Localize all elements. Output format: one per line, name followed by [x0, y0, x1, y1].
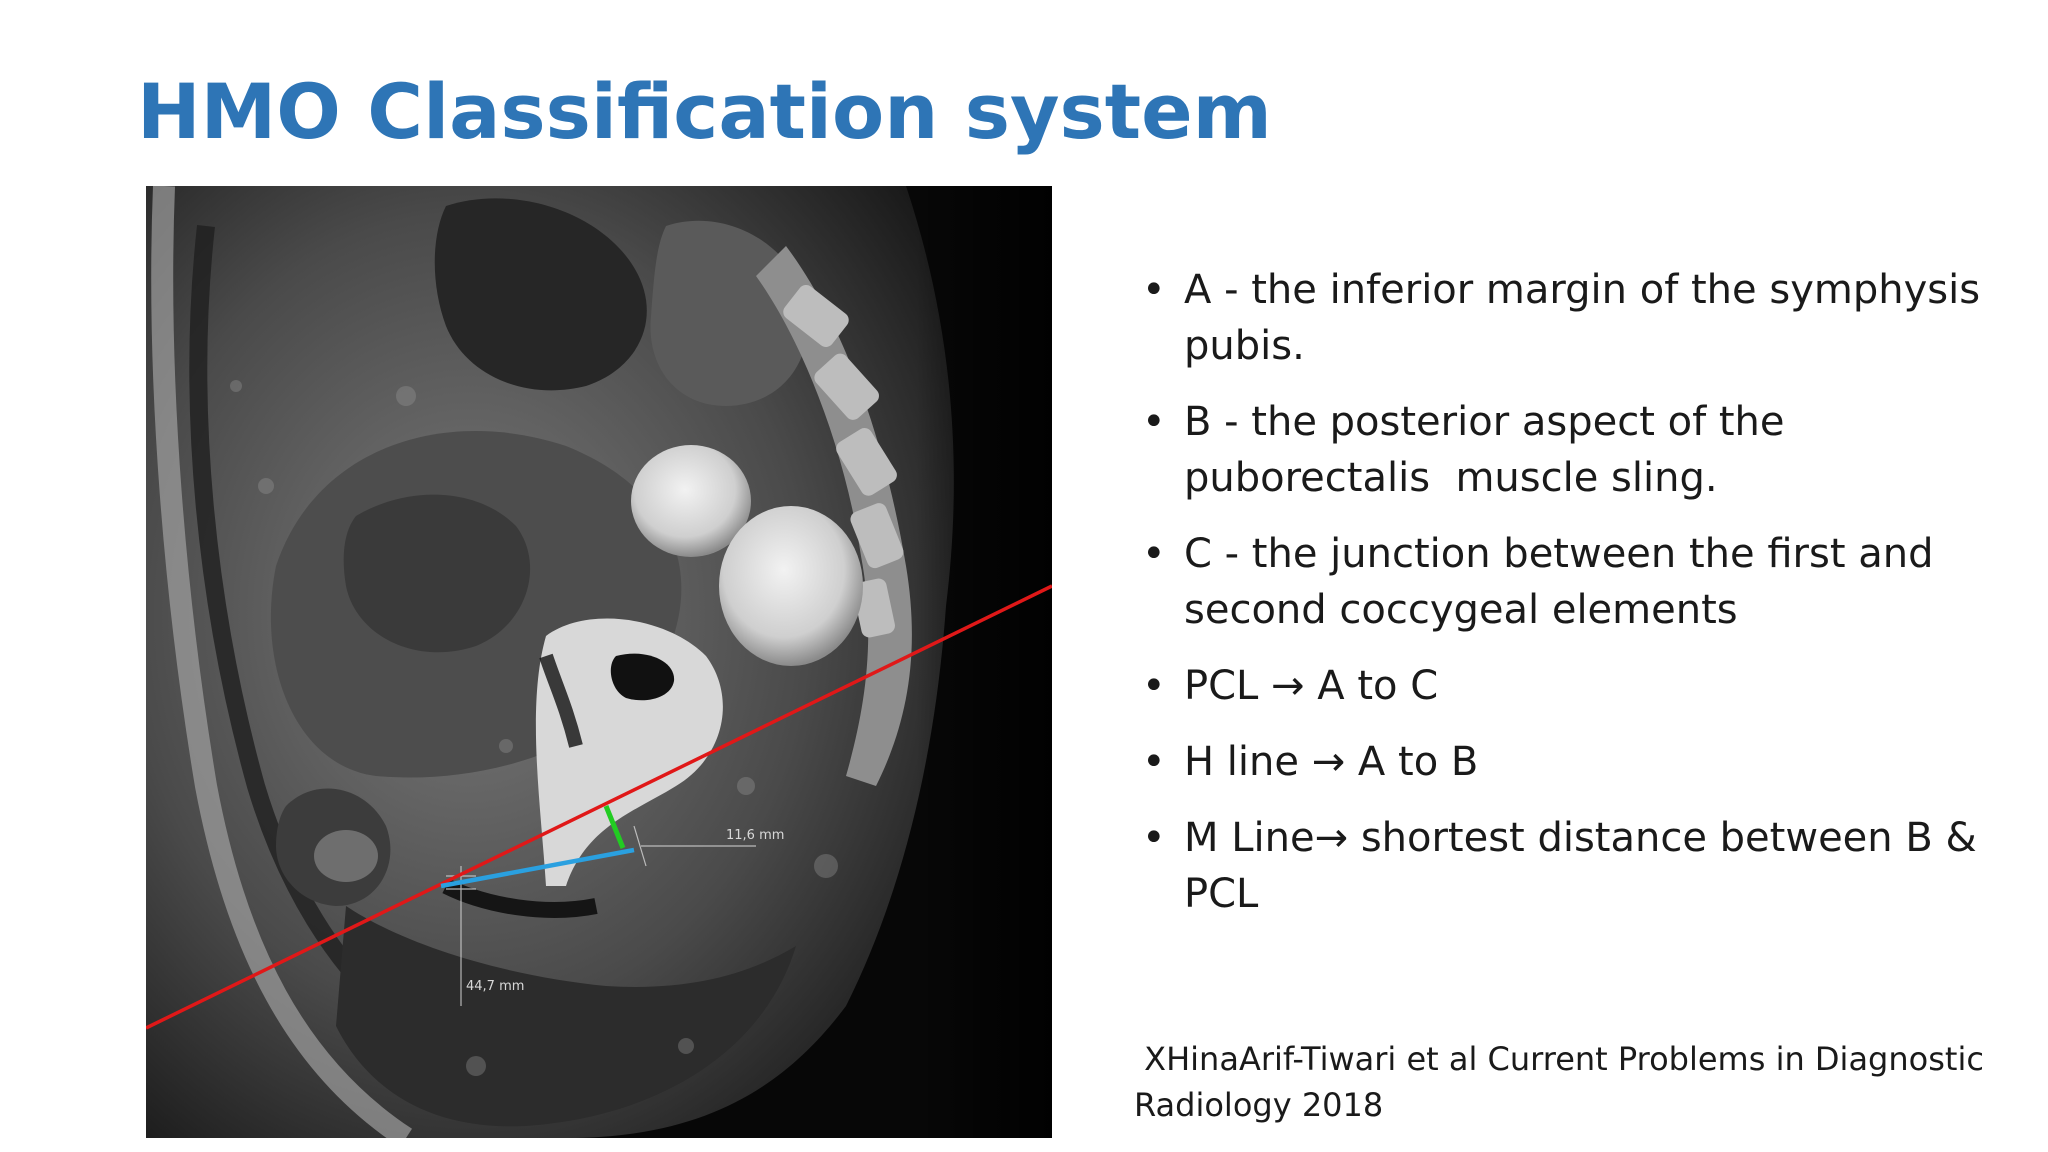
bullet-a-point: • A - the inferior margin of the symphys…	[1140, 262, 2020, 374]
bullet-text: C - the junction between the first and s…	[1184, 531, 1947, 633]
mri-illustration: 11,6 mm 44,7 mm	[146, 186, 1052, 1138]
bullet-pcl: • PCL → A to C	[1140, 658, 2020, 714]
bullet-marker: •	[1142, 531, 1166, 577]
bullet-text: PCL → A to C	[1184, 663, 1439, 709]
h-line	[440, 847, 635, 889]
citation: XHinaArif-Tiwari et al Current Problems …	[1134, 1040, 1995, 1124]
m-line	[603, 805, 626, 849]
bullet-marker: •	[1142, 815, 1166, 861]
pcl-line	[146, 584, 1052, 1030]
bullet-text: A - the inferior margin of the symphysis…	[1184, 267, 1993, 369]
bullet-marker: •	[1142, 267, 1166, 313]
bullet-b-point: • B - the posterior aspect of the pubore…	[1140, 394, 2020, 506]
bullet-marker: •	[1142, 663, 1166, 709]
m-line-measurement: 11,6 mm	[726, 828, 784, 843]
mri-image: 11,6 mm 44,7 mm	[146, 186, 1052, 1138]
bullet-marker: •	[1142, 399, 1166, 445]
bullet-marker: •	[1142, 739, 1166, 785]
bullet-text: H line → A to B	[1184, 739, 1479, 785]
bullet-h-line: • H line → A to B	[1140, 734, 2020, 790]
bullet-text: B - the posterior aspect of the puborect…	[1184, 399, 1798, 501]
bullet-m-line: • M Line→ shortest distance between B & …	[1140, 810, 2020, 922]
h-line-measurement: 44,7 mm	[466, 979, 524, 994]
slide-title: HMO Classification system	[137, 67, 1272, 156]
bullet-list: • A - the inferior margin of the symphys…	[1140, 262, 2020, 942]
bullet-c-point: • C - the junction between the first and…	[1140, 526, 2020, 638]
bullet-text: M Line→ shortest distance between B & PC…	[1184, 815, 1990, 917]
